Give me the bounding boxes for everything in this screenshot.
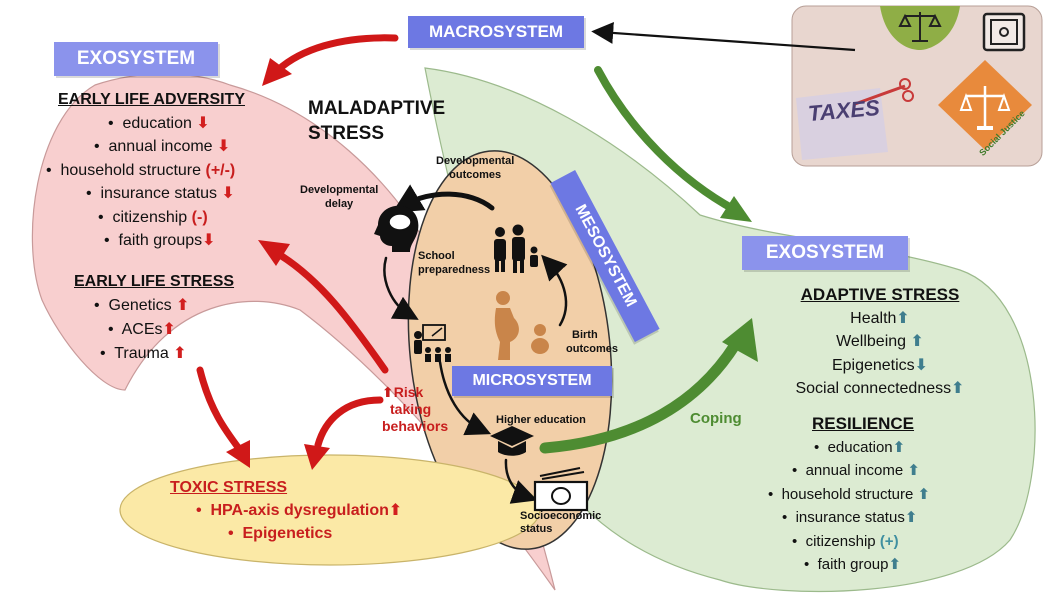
risk-to-faith-arrow (276, 251, 389, 374)
money-icon (533, 467, 589, 512)
list-item: • HPA-axis dysregulation⬆ (196, 502, 403, 519)
early-life-adversity-list: • education ⬇ • annual income ⬇ • househ… (40, 112, 290, 253)
microsystem-label: MICROSYSTEM (452, 366, 612, 396)
early-life-stress-heading: EARLY LIFE STRESS (74, 273, 235, 290)
developmental-outcomes-label: Developmental outcomes (436, 155, 515, 181)
birth-outcomes-label: Birth outcomes (566, 329, 618, 355)
list-item: • citizenship (-) (98, 208, 208, 226)
resilience-block: RESILIENCE • education⬆ • annual income … (768, 412, 998, 577)
highered-to-ses-arrow (504, 458, 538, 504)
list-item: • education ⬇ (108, 114, 210, 132)
list-item: • insurance status ⬇ (86, 185, 235, 202)
taxes-paper-icon (796, 78, 914, 160)
toxic-stress-block: TOXIC STRESS • HPA-axis dysregulation⬆ •… (170, 476, 402, 545)
brain-head-icon (374, 205, 419, 252)
list-item: Social connectedness⬆ (795, 380, 965, 397)
maladaptive-stress-label: MALADAPTIVE STRESS (308, 96, 445, 146)
macro-input-arrow (591, 21, 856, 52)
early-life-adversity-block: EARLY LIFE ADVERSITY • education ⬇ • ann… (40, 88, 290, 253)
pregnant-woman-icon (494, 291, 519, 360)
list-item: • household structure (+/-) (46, 161, 236, 179)
list-item: • ACEs⬆ (108, 321, 176, 338)
list-item: • faith groups⬇ (104, 232, 216, 249)
early-life-stress-block: EARLY LIFE STRESS • Genetics ⬆ • ACEs⬆ •… (70, 270, 270, 366)
list-item: • annual income ⬇ (94, 138, 231, 155)
list-item: • education⬆ (814, 438, 906, 456)
exosystem-left-label: EXOSYSTEM (54, 42, 218, 76)
maladaptive-line2: STRESS (308, 123, 385, 144)
macro-to-exo-right-arrow (594, 66, 739, 214)
red-arrows (196, 34, 399, 470)
adaptive-stress-block: ADAPTIVE STRESS Health⬆ Wellbeing ⬆ Epig… (770, 283, 990, 401)
coping-label: Coping (690, 410, 742, 427)
resilience-heading: RESILIENCE (812, 414, 915, 433)
exosystem-right-label: EXOSYSTEM (742, 236, 908, 270)
dev-outcomes-to-delay-arrow (392, 184, 495, 213)
risk-to-toxic-arrow (314, 396, 384, 449)
green-arrows (539, 66, 758, 454)
list-item: Wellbeing ⬆ (836, 333, 924, 350)
list-item: • Epigenetics (228, 525, 333, 542)
list-item: • faith group⬆ (804, 556, 902, 573)
birth-to-family-arrow (541, 254, 568, 327)
scales-icon (898, 12, 942, 42)
list-item: Health⬆ (850, 309, 910, 327)
higher-education-label: Higher education (496, 414, 586, 426)
adaptive-stress-heading: ADAPTIVE STRESS (800, 285, 960, 304)
teacher-to-highered-arrow (438, 360, 492, 436)
family-icon (494, 224, 538, 273)
teacher-icon (414, 324, 451, 362)
list-item: • household structure ⬆ (768, 485, 931, 503)
macro-to-exo-left-arrow (274, 34, 399, 74)
risk-taking-label: ⬆Risk taking behaviors (382, 384, 449, 434)
safe-icon (982, 12, 1026, 52)
list-item: • Trauma ⬆ (100, 345, 187, 362)
macrosystem-label: MACROSYSTEM (408, 16, 584, 48)
toxic-stress-heading: TOXIC STRESS (170, 479, 288, 496)
list-item: Epigenetics⬇ (831, 356, 929, 374)
early-life-stress-list: • Genetics ⬆ • ACEs⬆ • Trauma ⬆ (70, 294, 270, 366)
list-item: • Genetics ⬆ (94, 297, 190, 314)
list-item: • insurance status⬆ (782, 509, 918, 526)
coping-arrow (539, 339, 741, 454)
meso-flow-arrows (383, 184, 568, 504)
baby-icon (531, 324, 549, 354)
early-life-adversity-heading: EARLY LIFE ADVERSITY (58, 91, 245, 108)
social-justice-icon (938, 60, 1032, 150)
graduation-cap-icon (490, 426, 534, 456)
socioeconomic-status-label: Socioeconomic status (520, 510, 602, 535)
macrosystem-image-panel (791, 5, 1043, 167)
resilience-list: • education⬆ • annual income ⬆ • househo… (768, 436, 998, 577)
trauma-to-toxic-arrow (196, 366, 244, 454)
school-to-teacher-arrow (383, 256, 419, 320)
adaptive-stress-list: Health⬆ Wellbeing ⬆ Epigenetics⬇ Social … (770, 307, 990, 401)
list-item: • citizenship (+) (792, 532, 899, 550)
toxic-stress-list: • HPA-axis dysregulation⬆ • Epigenetics (170, 499, 402, 545)
developmental-delay-label: Developmental delay (300, 184, 379, 210)
maladaptive-line1: MALADAPTIVE (308, 98, 446, 119)
school-preparedness-label: School preparedness (418, 250, 491, 276)
list-item: • annual income ⬆ (792, 462, 920, 479)
